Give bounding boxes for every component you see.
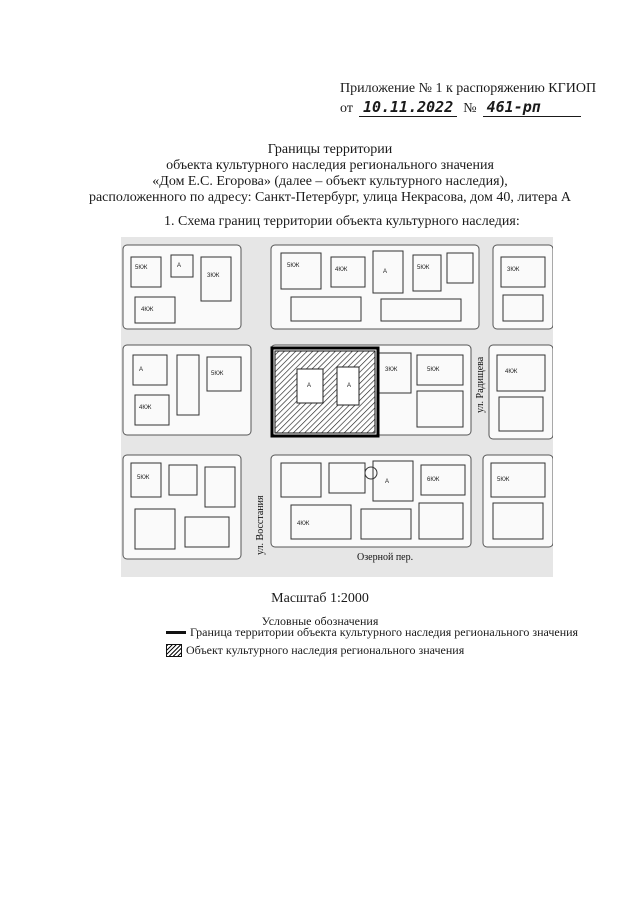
map-label: А [347, 383, 351, 389]
boundary-map: ул. Восстания ул. Радищева Озерной пер. … [121, 237, 553, 577]
legend-title: Условные обозначения [261, 614, 379, 628]
map-label: 5КЖ [135, 265, 148, 271]
block-mid-right [488, 344, 553, 440]
legend-item-boundary: Граница территории объекта культурного н… [166, 625, 578, 640]
block-top-middle [270, 244, 480, 330]
map-scale: Масштаб 1:2000 [271, 591, 369, 606]
courtyard-1 [296, 368, 324, 404]
map-label: 3КЖ [207, 273, 220, 279]
block-bottom-middle [270, 454, 472, 548]
map-label: 6КЖ [427, 477, 440, 483]
map-label: 4КЖ [139, 405, 152, 411]
handwritten-date: 10.11.2022 [358, 98, 458, 117]
map-label: 5КЖ [497, 477, 510, 483]
title-line-2: объекта культурного наследия регионально… [166, 158, 494, 173]
map-label: 5КЖ [287, 263, 300, 269]
map-label: 3КЖ [507, 267, 520, 273]
hatch-swatch [166, 644, 182, 657]
map-label: А [177, 263, 181, 269]
street-label-ozerny: Озерной пер. [357, 552, 413, 563]
boundary-line-swatch [166, 631, 186, 634]
building-labels: 5КЖ 3КЖ 4КЖ А 5КЖ 4КЖ А 5КЖ 3КЖ А 5КЖ 4К… [135, 263, 520, 527]
title-line-3: «Дом Е.С. Егорова» (далее – объект культ… [152, 174, 508, 189]
map-label: 4КЖ [505, 369, 518, 375]
map-label: 4КЖ [335, 267, 348, 273]
block-mid-left [122, 344, 252, 436]
document-title: Границы территории объекта культурного н… [60, 142, 600, 206]
scheme-heading: 1. Схема границ территории объекта культ… [164, 214, 520, 229]
block-top-left [122, 244, 242, 330]
title-line-4: расположенного по адресу: Санкт-Петербур… [88, 190, 572, 205]
legend-item-object-label: Объект культурного наследия региональног… [186, 643, 465, 657]
legend-item-object: Объект культурного наследия региональног… [166, 643, 464, 658]
title-line-1: Границы территории [267, 142, 393, 157]
map-label: 5КЖ [417, 265, 430, 271]
appendix-title: Приложение № 1 к распоряжению КГИОП [340, 81, 597, 96]
map-label: А [383, 269, 387, 275]
map-label: А [385, 479, 389, 485]
block-bottom-right [482, 454, 553, 548]
map-label: 5КЖ [427, 367, 440, 373]
map-drawing: ул. Восстания ул. Радищева Озерной пер. … [121, 237, 553, 577]
heritage-object-hatched [274, 350, 376, 434]
territory-boundary [270, 346, 380, 438]
map-label: 3КЖ [385, 367, 398, 373]
legend-item-boundary-label: Граница территории объекта культурного н… [190, 625, 579, 639]
street-label-vosstaniya: ул. Восстания [255, 495, 266, 555]
handwritten-number: 461-рп [482, 98, 581, 117]
appendix-header: Приложение № 1 к распоряжению КГИОП от 1… [340, 80, 600, 118]
map-label: 4КЖ [297, 521, 310, 527]
date-prefix: от [340, 101, 353, 116]
building-outlines [130, 250, 546, 550]
map-label: 4КЖ [141, 307, 154, 313]
map-label: 5КЖ [137, 475, 150, 481]
street-label-radishcheva: ул. Радищева [475, 356, 486, 413]
map-label: А [307, 383, 311, 389]
map-label: А [139, 367, 143, 373]
appendix-date-line: от 10.11.2022 № 461-рп [340, 98, 600, 118]
number-prefix: № [463, 101, 477, 116]
map-label: 5КЖ [211, 371, 224, 377]
courtyard-2 [336, 366, 360, 406]
block-bottom-left [122, 454, 242, 560]
